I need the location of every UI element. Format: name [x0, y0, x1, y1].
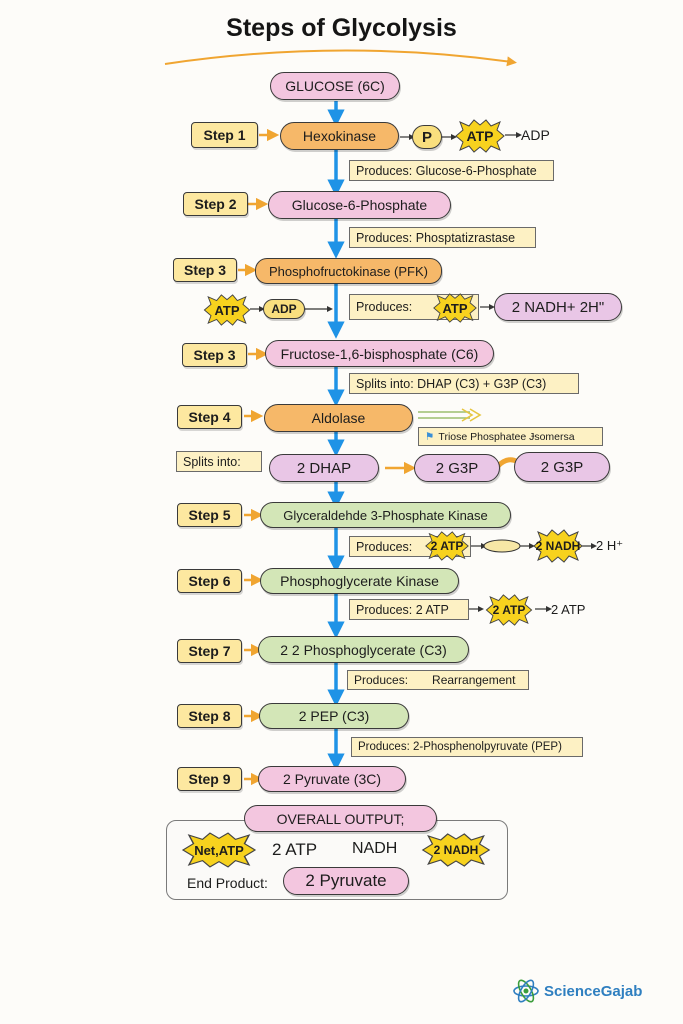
produces-label: Produces: — [356, 300, 413, 314]
title-underline-arrow — [164, 49, 517, 67]
pfk-node: Phosphofructokinase (PFK) — [255, 258, 442, 284]
atp-burst-icon: ATP — [430, 293, 480, 323]
atp-output-text: 2 ATP — [551, 602, 586, 617]
isomerase-note: ⚑Triose Phosphatee Ɉsomersa — [418, 427, 603, 446]
step5-oval-icon — [483, 539, 521, 553]
pep-node: 2 PEP (C3) — [259, 703, 409, 729]
h-plus-text: 2 H⁺ — [596, 538, 624, 553]
g3p-kinase-node: Glyceraldehde 3-Phosphate Kinase — [260, 502, 511, 528]
nadh-label: 2 NADH — [535, 539, 581, 553]
step-4-label: Step 4 — [177, 405, 242, 429]
page-title: Steps of Glycolysis — [226, 14, 457, 42]
step-1-produces: Produces: Glucose-6-Phosphate — [349, 160, 554, 181]
nadh-badge-label: 2 NADH — [433, 843, 479, 857]
step-5-label: Step 5 — [177, 503, 242, 527]
step-7-label: Step 7 — [177, 639, 242, 663]
net-atp-burst-icon: Net,ATP — [180, 832, 258, 868]
step-3-label: Step 3 — [173, 258, 237, 282]
atp-label: ATP — [442, 300, 468, 316]
nadh-burst-icon: 2 NADH — [532, 529, 584, 563]
produces-label: Produces: — [354, 673, 409, 687]
brand-logo: ScienceGajab — [512, 978, 642, 1004]
nadh-node: 2 NADH+ 2H" — [494, 293, 622, 321]
step-6-label: Step 6 — [177, 569, 242, 593]
step-6-produces: Produces: 2 ATP — [349, 599, 469, 620]
step-3b-label: Step 3 — [182, 343, 247, 367]
overall-output-label: OVERALL OUTPUT; — [244, 805, 437, 832]
adp-node: ADP — [263, 299, 305, 319]
nadh-text: NADH — [352, 840, 398, 857]
step-7-produces: Produces: Rearrangement — [347, 670, 529, 690]
step-3b-splits: Splits into: DHAP (C3) + G3P (C3) — [349, 373, 579, 394]
atp-burst-icon: ATP — [454, 119, 506, 153]
step-2-label: Step 2 — [183, 192, 248, 216]
atp-label: ATP — [214, 302, 240, 318]
aldolase-node: Aldolase — [264, 404, 413, 432]
phosphoglycerate-node: 2 2 Phosphoglycerate (C3) — [258, 636, 469, 663]
end-product-label: End Product: — [187, 875, 268, 891]
step-8-produces: Produces: 2-Phosphenolpyruvate (PEP) — [351, 737, 583, 757]
atp-label: 2 ATP — [492, 603, 526, 617]
net-atp-label: Net,ATP — [194, 842, 244, 858]
hexokinase-node: Hexokinase — [280, 122, 399, 150]
end-product-value: 2 Pyruvate — [283, 867, 409, 895]
fructose-bisphosphate-node: Fructose-1,6-bisphosphate (C6) — [265, 340, 494, 367]
step-2-produces: Produces: Phosptatizrastase — [349, 227, 536, 248]
atom-icon — [513, 979, 539, 1003]
atp-burst-icon: 2 ATP — [482, 594, 536, 626]
atp-label: ATP — [466, 128, 494, 144]
rearrangement-label: Rearrangement — [432, 673, 516, 687]
logo-text: ScienceGajab — [544, 982, 643, 1000]
glucose-6-phosphate-node: Glucose-6-Phosphate — [268, 191, 451, 219]
isomerase-label: Triose Phosphatee Ɉsomersa — [438, 430, 575, 443]
step-1-label: Step 1 — [191, 122, 258, 148]
atp-burst-icon: 2 ATP — [422, 531, 472, 561]
phosphoglycerate-kinase-node: Phosphoglycerate Kinase — [260, 568, 459, 594]
splits-into-label: Splits into: — [176, 451, 262, 472]
atp-label: 2 ATP — [430, 539, 464, 553]
pyruvate-node: 2 Pyruvate (3C) — [258, 766, 406, 792]
net-atp-value: 2 ATP — [272, 840, 318, 859]
flag-icon: ⚑ — [425, 430, 435, 443]
dhap-node: 2 DHAP — [269, 454, 379, 482]
g3p-node-2: 2 G3P — [514, 452, 610, 482]
glucose-node: GLUCOSE (6C) — [270, 72, 400, 100]
step-9-label: Step 9 — [177, 767, 242, 791]
phosphate-icon: P — [412, 125, 442, 149]
g3p-node-1: 2 G3P — [414, 454, 500, 482]
step-8-label: Step 8 — [177, 704, 242, 728]
adp-text: ADP — [521, 127, 550, 143]
nadh-burst-icon: 2 NADH — [420, 833, 492, 867]
atp-burst-icon: ATP — [202, 294, 252, 326]
